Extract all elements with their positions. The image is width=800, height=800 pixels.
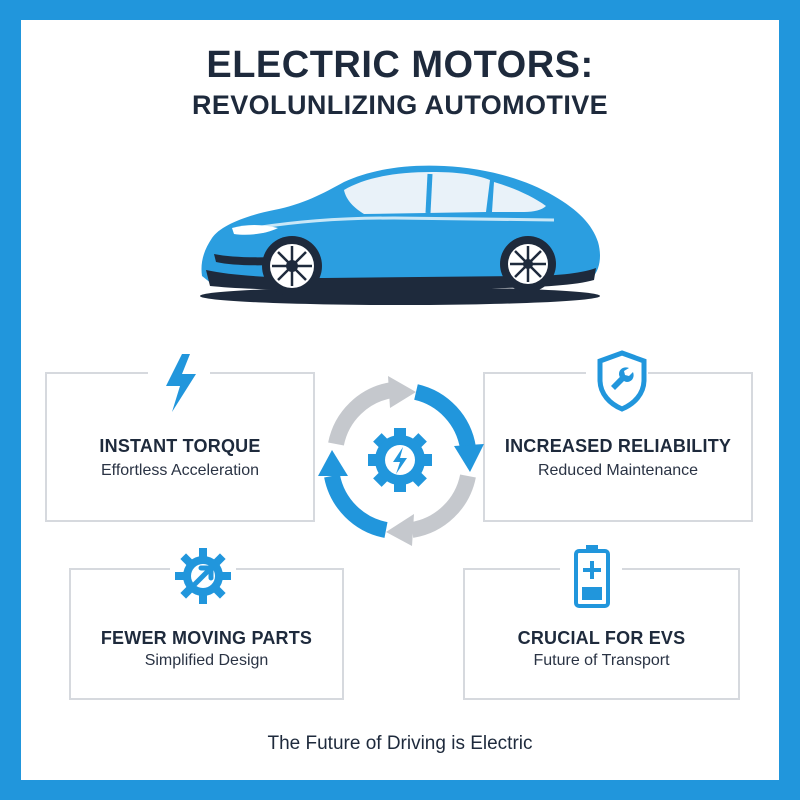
- page-title: ELECTRIC MOTORS:: [206, 44, 594, 86]
- feature-title-increased-reliability: INCREASED RELIABILITY: [504, 436, 732, 456]
- page-subtitle: REVOLUNLIZING AUTOMOTIVE: [191, 90, 609, 120]
- feature-title-fewer-moving-parts: FEWER MOVING PARTS: [100, 628, 313, 648]
- gear-arrow-icon: [175, 548, 231, 604]
- shield-wrench-icon: [597, 350, 647, 412]
- electric-car-illustration: [200, 165, 600, 305]
- gear-lightning-cycle-icon: [318, 376, 484, 546]
- feature-title-instant-torque: INSTANT TORQUE: [99, 436, 261, 456]
- feature-subtitle-instant-torque: Effortless Acceleration: [100, 462, 259, 479]
- footer-tagline: The Future of Driving is Electric: [267, 733, 533, 754]
- feature-title-crucial-for-evs: CRUCIAL FOR EVS: [517, 628, 686, 648]
- feature-subtitle-increased-reliability: Reduced Maintenance: [537, 462, 699, 479]
- lightning-bolt-icon: [166, 354, 196, 412]
- feature-subtitle-fewer-moving-parts: Simplified Design: [144, 652, 269, 669]
- feature-subtitle-crucial-for-evs: Future of Transport: [533, 652, 670, 669]
- battery-icon: [574, 545, 610, 608]
